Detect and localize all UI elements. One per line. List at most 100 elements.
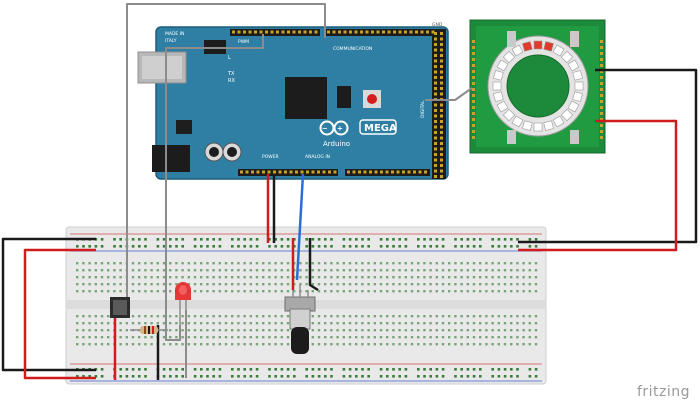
- breadboard-hole: [107, 336, 110, 339]
- breadboard-hole: [454, 245, 457, 248]
- breadboard-hole: [262, 283, 265, 286]
- breadboard-hole: [417, 375, 420, 378]
- breadboard-hole: [274, 315, 277, 318]
- made-in-label: MADE IN: [165, 31, 184, 37]
- breadboard-hole: [212, 322, 215, 325]
- breadboard-hole: [175, 368, 178, 371]
- breadboard-hole: [94, 245, 98, 248]
- breadboard-hole: [324, 336, 327, 339]
- breadboard-hole: [503, 329, 507, 332]
- breadboard-hole: [156, 238, 160, 241]
- header-pin: [434, 54, 437, 57]
- ring-led: [574, 81, 584, 91]
- breadboard-hole: [231, 368, 234, 371]
- breadboard-hole: [255, 269, 259, 272]
- breadboard-hole: [324, 276, 327, 279]
- breadboard-hole: [162, 368, 166, 371]
- breadboard-hole: [410, 329, 414, 332]
- header-pin: [391, 170, 394, 174]
- breadboard-hole: [460, 290, 463, 293]
- breadboard-hole: [119, 245, 122, 248]
- breadboard-hole: [448, 343, 451, 346]
- breadboard-hole: [417, 290, 420, 293]
- breadboard-hole: [392, 368, 395, 371]
- breadboard-hole: [379, 368, 383, 371]
- breadboard-hole: [243, 368, 246, 371]
- breadboard-hole: [497, 315, 500, 318]
- breadboard-hole: [286, 276, 290, 279]
- breadboard-hole: [454, 269, 457, 272]
- breadboard-hole: [200, 245, 203, 248]
- breadboard-hole: [528, 276, 531, 279]
- breadboard-hole: [460, 276, 463, 279]
- breadboard-hole: [175, 329, 178, 332]
- breadboard-hole: [379, 262, 383, 265]
- breadboard-hole: [76, 336, 79, 339]
- breadboard-hole: [534, 322, 538, 325]
- breadboard-hole: [311, 262, 314, 265]
- breadboard-hole: [336, 343, 339, 346]
- header-pin: [396, 170, 400, 174]
- breadboard-hole: [330, 276, 333, 279]
- header-pin: [262, 170, 265, 174]
- breadboard-hole: [386, 276, 389, 279]
- breadboard-hole: [317, 329, 321, 332]
- breadboard-hole: [125, 336, 128, 339]
- breadboard-hole: [510, 238, 513, 241]
- breadboard-hole: [435, 262, 438, 265]
- breadboard-hole: [417, 238, 420, 241]
- breadboard-hole: [516, 283, 519, 286]
- breadboard-hole: [94, 262, 97, 265]
- breadboard-hole: [100, 276, 104, 279]
- potentiometer: [284, 285, 316, 354]
- breadboard-hole: [398, 343, 401, 346]
- breadboard-hole: [249, 245, 253, 248]
- breadboard-hole: [131, 368, 135, 371]
- breadboard-hole: [311, 329, 314, 332]
- header-pin: [404, 30, 407, 34]
- breadboard-hole: [113, 290, 116, 293]
- breadboard-hole: [88, 336, 91, 339]
- breadboard-hole: [367, 276, 370, 279]
- breadboard-hole: [491, 322, 494, 325]
- digital-label: DIGITAL: [420, 100, 426, 118]
- breadboard-hole: [435, 375, 439, 378]
- breadboard-hole: [243, 290, 246, 293]
- breadboard-hole: [249, 336, 252, 339]
- breadboard-hole: [100, 262, 104, 265]
- header-pin: [245, 170, 249, 174]
- breadboard-hole: [324, 245, 327, 248]
- breadboard-hole: [373, 329, 376, 332]
- breadboard-hole: [330, 343, 333, 346]
- breadboard-hole: [534, 238, 538, 241]
- breadboard-hole: [392, 269, 395, 272]
- breadboard-hole: [305, 290, 308, 293]
- breadboard-hole: [479, 276, 482, 279]
- header-pin: [440, 32, 443, 35]
- breadboard-hole: [187, 315, 190, 318]
- breadboard-hole: [497, 329, 500, 332]
- breadboard-hole: [125, 375, 129, 378]
- breadboard-hole: [441, 368, 445, 371]
- breadboard-hole: [528, 343, 531, 346]
- breadboard-hole: [361, 336, 364, 339]
- breadboard-hole: [348, 375, 352, 378]
- header-pin: [440, 131, 443, 134]
- breadboard-hole: [448, 329, 451, 332]
- breadboard-hole: [119, 290, 122, 293]
- breadboard-hole: [479, 343, 482, 346]
- header-pin: [434, 43, 437, 46]
- communication-label: COMMUNICATION: [333, 46, 372, 52]
- breadboard-hole: [169, 322, 172, 325]
- ring-led: [492, 81, 502, 91]
- header-pin: [434, 142, 437, 145]
- breadboard-hole: [100, 283, 104, 286]
- breadboard-hole: [187, 262, 190, 265]
- breadboard-hole: [262, 336, 265, 339]
- ring-led: [560, 108, 574, 122]
- ring-led: [502, 108, 516, 122]
- breadboard-hole: [262, 290, 265, 293]
- breadboard-hole: [107, 262, 110, 265]
- breadboard-hole: [255, 283, 259, 286]
